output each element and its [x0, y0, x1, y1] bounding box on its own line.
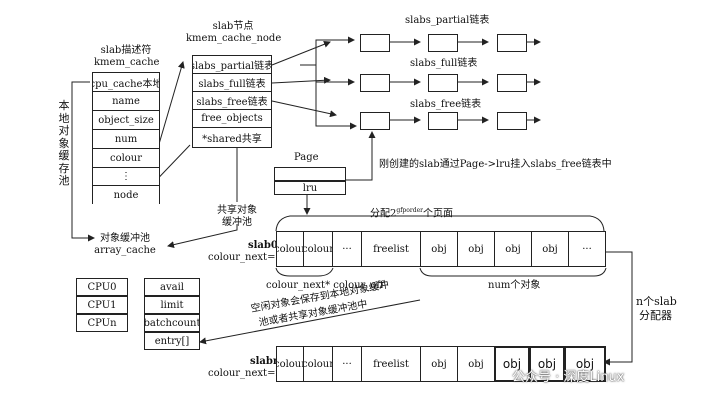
descriptor-title: slab描述符 [100, 45, 152, 56]
slab0-name: slab0 [248, 240, 278, 251]
slab0-cell: obj [420, 231, 458, 267]
slab0-cell: colour [303, 231, 333, 267]
colour-note: colour_next* colour_off [266, 280, 384, 291]
free-list-label: slabs_free链表 [410, 99, 482, 110]
descriptor-field-node: node [93, 186, 159, 204]
slabn-colour-next: colour_next=n [208, 368, 282, 379]
shared-pool-label: 共享对象 [217, 205, 257, 216]
descriptor-field: num [93, 130, 159, 149]
free-list-node [360, 112, 390, 130]
descriptor-field: colour [93, 149, 159, 168]
descriptor-field: object_size [93, 111, 159, 130]
allocator-label-line2: 分配器 [639, 309, 672, 322]
alloc-label-prefix: 分配2 [370, 208, 397, 220]
slabn-cell: freelist [361, 346, 421, 382]
page-box [274, 167, 346, 181]
descriptor-field: cpu_cache本地 [93, 73, 159, 92]
cpu-cell: CPU1 [76, 296, 128, 314]
array-cache-field: entry[] [144, 332, 200, 350]
page-lru-field: lru [274, 181, 346, 195]
descriptor-field: name [93, 92, 159, 111]
slabn-cell: ··· [332, 346, 362, 382]
slab-node-box: slabs_partial链表 slabs_full链表 slabs_free链… [192, 55, 272, 148]
slab-node-subtitle: kmem_cache_node [186, 33, 282, 44]
alloc-label-sup: gfporder [396, 207, 424, 214]
page-title: Page [294, 152, 319, 163]
slab0-cell: colour [276, 231, 304, 267]
slabn-cell: obj [420, 346, 458, 382]
slab0-cell: ··· [332, 231, 362, 267]
full-list-node [428, 74, 458, 92]
page-annotation: 刚创建的slab通过Page->lru挂入slabs_free链表中 [379, 159, 612, 170]
descriptor-field: ⋮ [93, 168, 159, 186]
num-objects-label: num个对象 [488, 280, 541, 291]
slabn-name: slabn [250, 356, 281, 367]
cpu-cell: CPU0 [76, 278, 128, 296]
slab-node-field: slabs_full链表 [193, 74, 271, 92]
slabn-cell: obj [457, 346, 495, 382]
partial-list-node [497, 34, 527, 52]
slab-node-field: *shared共享 [193, 128, 271, 146]
local-cache-side-label: 本地对象缓存池 [58, 99, 70, 187]
slab0-cell: obj [457, 231, 495, 267]
slabn-cell: obj [564, 346, 606, 382]
free-list-node [428, 112, 458, 130]
cpu-cell: CPUn [76, 314, 128, 332]
watermark: 公众号 · 深度Linux [512, 370, 625, 385]
slabn-cell: colour [303, 346, 333, 382]
slab0-cell: ··· [568, 231, 606, 267]
slab0-cell: obj [494, 231, 532, 267]
slabn-cell: colour [276, 346, 304, 382]
partial-list-node [428, 34, 458, 52]
descriptor-box: cpu_cache本地 name object_size num colour … [92, 72, 160, 204]
shared-pool-label-2: 缓冲池 [222, 217, 252, 228]
allocator-label-line1: n个slab [636, 295, 677, 308]
full-list-node [497, 74, 527, 92]
partial-list-node [360, 34, 390, 52]
array-cache-field: limit [144, 296, 200, 314]
partial-list-label: slabs_partial链表 [405, 15, 490, 26]
slab-node-field: slabs_partial链表 [193, 56, 271, 74]
array-cache-field: batchcount [144, 314, 200, 332]
slab0-cell: freelist [361, 231, 421, 267]
slab-node-title: slab节点 [212, 21, 254, 32]
descriptor-subtitle: kmem_cache [94, 57, 160, 68]
slab0-cell: obj [531, 231, 569, 267]
slab0-alloc-label: 分配2gfporder个页面 [370, 205, 453, 220]
slab-node-field: slabs_free链表 [193, 92, 271, 110]
slab-node-field: free_objects [193, 110, 271, 128]
full-list-node [360, 74, 390, 92]
array-cache-subtitle: array_cache [94, 245, 156, 256]
array-cache-field: avail [144, 278, 200, 296]
full-list-label: slabs_full链表 [410, 58, 478, 69]
array-cache-title: 对象缓冲池 [100, 233, 150, 244]
slab0-colour-next: colour_next=0 [208, 252, 282, 263]
alloc-label-suffix: 个页面 [423, 208, 454, 220]
free-list-node [497, 112, 527, 130]
slabn-cell: obj [494, 346, 530, 382]
